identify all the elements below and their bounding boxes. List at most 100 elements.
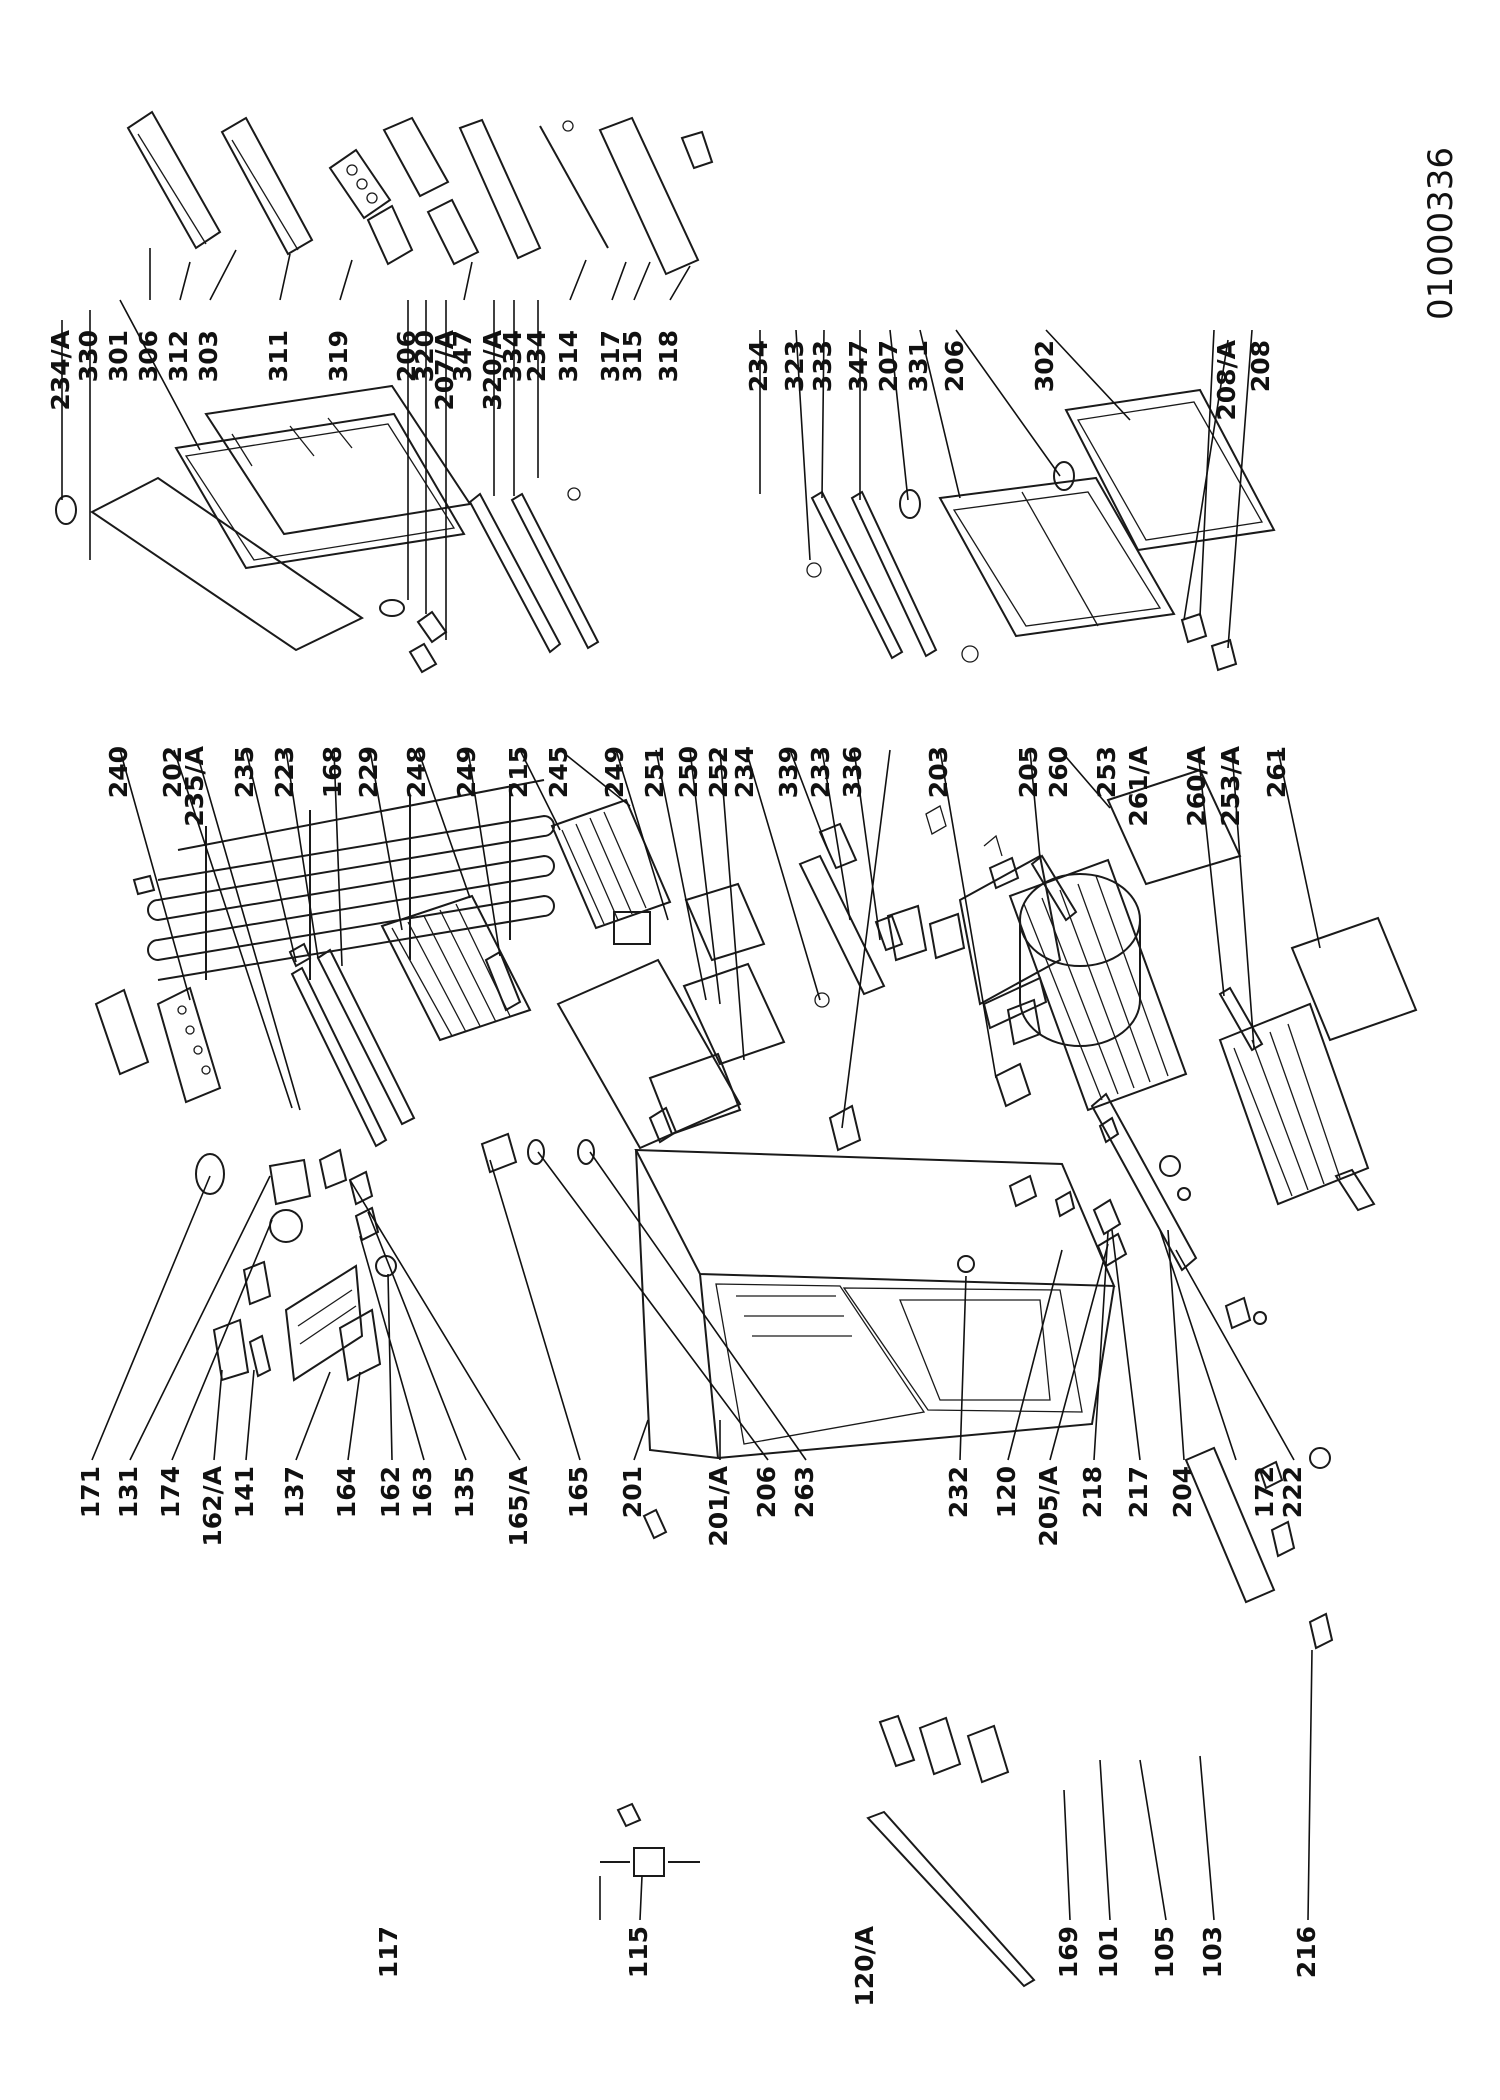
- part-label-131: 131: [114, 1466, 143, 1518]
- part-label-208A: 208/A: [1212, 339, 1241, 420]
- part-label-347b: 347: [844, 340, 873, 392]
- part-label-250: 250: [674, 746, 703, 798]
- part-label-169: 169: [1054, 1926, 1083, 1978]
- part-label-235A: 235/A: [180, 745, 209, 826]
- part-label-120A: 120/A: [850, 1925, 879, 2006]
- part-label-201A: 201/A: [704, 1465, 733, 1546]
- part-label-261: 261: [1262, 746, 1291, 798]
- part-label-205A: 205/A: [1034, 1465, 1063, 1546]
- freezer-door-panel-331: [806, 388, 1276, 672]
- part-label-120: 120: [992, 1466, 1021, 1518]
- part-label-245: 245: [544, 746, 573, 798]
- drip-tray-compressor-accessories: [1184, 1446, 1334, 1650]
- egg-tray-319: [328, 148, 414, 266]
- freezer-basket-253A: [1218, 916, 1418, 1212]
- part-label-205: 205: [1014, 746, 1043, 798]
- part-label-301: 301: [104, 330, 133, 382]
- ice-tray-240: [94, 986, 222, 1104]
- part-label-263: 263: [790, 1466, 819, 1518]
- light-assembly-233: [798, 822, 904, 1008]
- part-label-252: 252: [704, 746, 733, 798]
- part-label-302: 302: [1030, 340, 1059, 392]
- part-label-171: 171: [76, 1466, 105, 1518]
- part-label-165: 165: [564, 1466, 593, 1518]
- rails-223-168: [288, 942, 416, 1148]
- cable-120A: [616, 1508, 1036, 1988]
- door-hinge-bits: [55, 487, 581, 674]
- part-label-234b: 234: [744, 340, 773, 392]
- crisper-drawers-250: [556, 882, 786, 1150]
- part-label-115: 115: [624, 1926, 653, 1978]
- door-inner-panel-330: [90, 384, 472, 652]
- part-label-203: 203: [924, 746, 953, 798]
- part-label-323: 323: [780, 340, 809, 392]
- part-label-207A: 207/A: [430, 329, 459, 410]
- part-label-206b: 206: [940, 340, 969, 392]
- part-label-137: 137: [280, 1466, 309, 1518]
- part-label-163: 163: [408, 1466, 437, 1518]
- part-label-204: 204: [1168, 1466, 1197, 1518]
- part-label-215: 215: [504, 746, 533, 798]
- part-label-249a: 249: [452, 746, 481, 798]
- thermostat-components: [195, 1148, 397, 1382]
- part-label-165A: 165/A: [504, 1465, 533, 1546]
- part-label-253A: 253/A: [1216, 745, 1245, 826]
- part-label-206a: 206: [392, 330, 421, 382]
- part-label-339: 339: [774, 746, 803, 798]
- part-label-234c: 234: [730, 746, 759, 798]
- strip-347-334: [468, 492, 600, 654]
- part-label-103: 103: [1198, 1926, 1227, 1978]
- part-label-206c: 206: [752, 1466, 781, 1518]
- part-label-333: 333: [808, 340, 837, 392]
- part-label-222: 222: [1278, 1466, 1307, 1518]
- part-label-251: 251: [640, 746, 669, 798]
- part-label-261A: 261/A: [1124, 745, 1153, 826]
- part-label-312: 312: [164, 330, 193, 382]
- bottle-shelf-315: [598, 116, 714, 276]
- part-label-207: 207: [874, 340, 903, 392]
- part-label-240: 240: [104, 746, 133, 798]
- part-label-172: 172: [1250, 1466, 1279, 1518]
- part-label-235: 235: [230, 746, 259, 798]
- part-label-232: 232: [944, 1466, 973, 1518]
- part-label-314: 314: [554, 330, 583, 382]
- document-number: 01000336: [1421, 147, 1461, 320]
- part-label-249b: 249: [600, 746, 629, 798]
- part-label-216: 216: [1292, 1926, 1321, 1978]
- part-label-229: 229: [354, 746, 383, 798]
- part-label-202: 202: [158, 746, 187, 798]
- part-label-234A: 234/A: [46, 329, 75, 410]
- part-label-208: 208: [1246, 340, 1275, 392]
- part-label-253: 253: [1092, 746, 1121, 798]
- part-label-317: 317: [596, 330, 625, 382]
- part-label-101: 101: [1094, 1926, 1123, 1978]
- part-label-311: 311: [264, 330, 293, 382]
- part-label-164: 164: [332, 1466, 361, 1518]
- part-label-330: 330: [74, 330, 103, 382]
- leader-lines: [61, 248, 1321, 1921]
- part-label-336: 336: [838, 746, 867, 798]
- condenser-coil-117: [132, 779, 651, 981]
- part-label-318: 318: [654, 330, 683, 382]
- part-label-331: 331: [904, 340, 933, 392]
- part-label-162A: 162/A: [198, 1465, 227, 1546]
- part-label-174: 174: [156, 1466, 185, 1518]
- small-parts-lower: [1008, 1116, 1267, 1330]
- part-label-260: 260: [1044, 746, 1073, 798]
- part-label-117: 117: [374, 1926, 403, 1978]
- part-label-260A: 260/A: [1182, 745, 1211, 826]
- part-label-168: 168: [318, 746, 347, 798]
- parts-artwork: [55, 110, 1418, 1988]
- part-label-303: 303: [194, 330, 223, 382]
- door-shelf-306: [126, 110, 222, 250]
- part-label-105: 105: [1150, 1926, 1179, 1978]
- part-label-320A: 320/A: [478, 329, 507, 410]
- part-label-319: 319: [324, 330, 353, 382]
- part-label-315: 315: [618, 330, 647, 382]
- rod-314: [539, 120, 609, 249]
- part-label-135: 135: [450, 1466, 479, 1518]
- part-label-141: 141: [230, 1466, 259, 1518]
- part-label-218: 218: [1078, 1466, 1107, 1518]
